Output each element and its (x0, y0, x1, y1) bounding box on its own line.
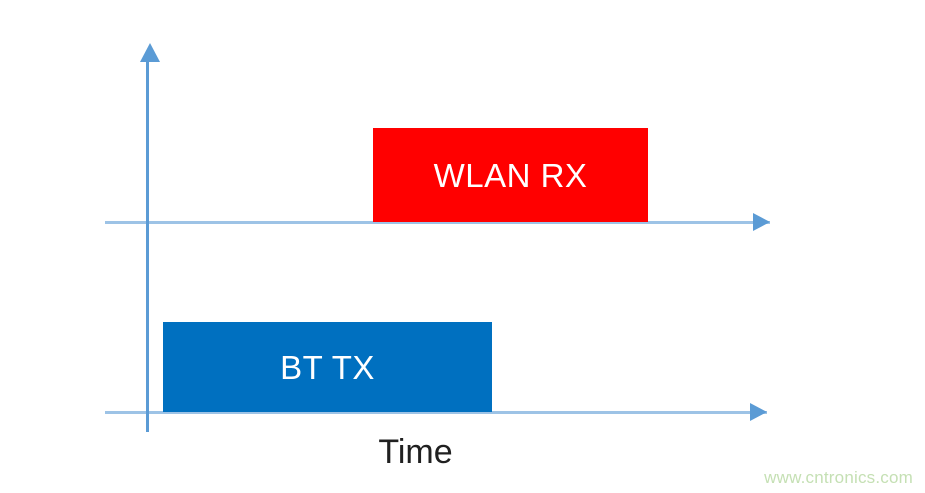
wlan-time-axis-arrow-icon (753, 213, 770, 231)
bt-time-axis-arrow-icon (750, 403, 767, 421)
activity-block-bt-tx-label: BT TX (280, 348, 375, 386)
bt-time-axis-line (105, 411, 767, 414)
vertical-axis-arrow-icon (140, 43, 160, 62)
watermark-text: www.cntronics.com (764, 468, 913, 487)
activity-block-wlan-rx-label: WLAN RX (433, 156, 588, 194)
time-axis-label: Time (378, 433, 453, 471)
wlan-time-axis-line (105, 221, 770, 224)
activity-block-bt-tx: BT TX (163, 322, 492, 412)
activity-block-wlan-rx: WLAN RX (373, 128, 648, 222)
vertical-axis-line (146, 57, 149, 432)
